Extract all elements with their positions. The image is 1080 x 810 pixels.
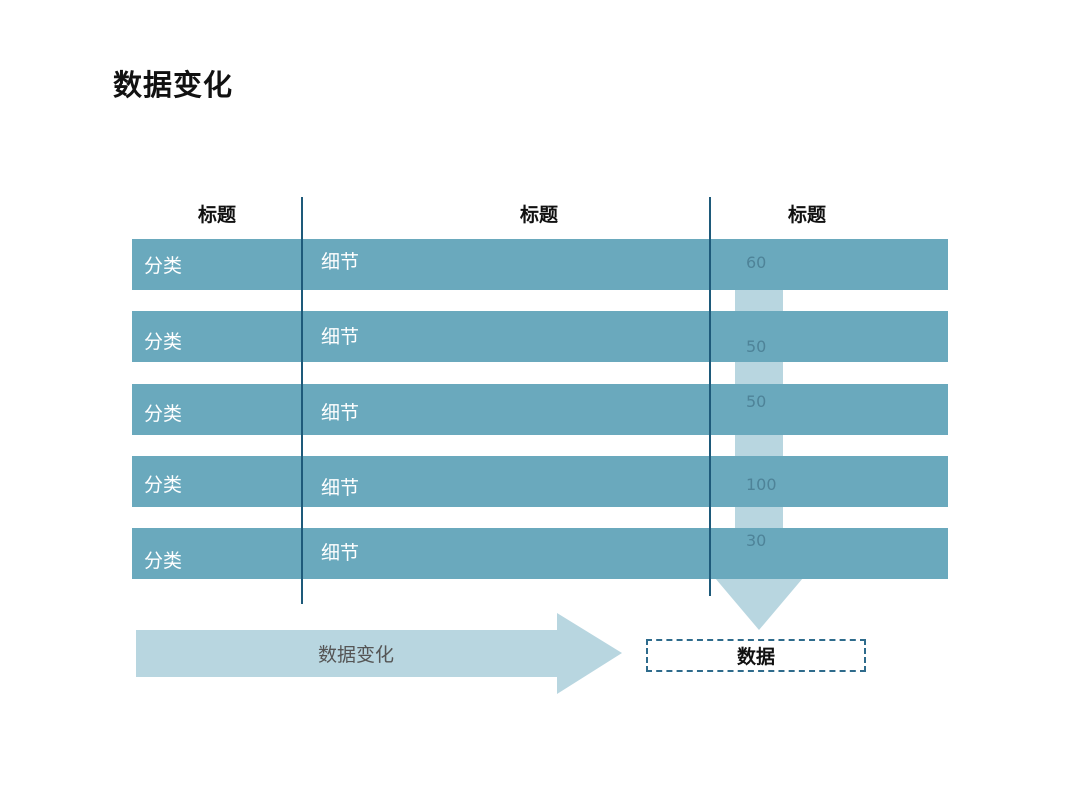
- right-arrow: [136, 613, 622, 694]
- row-band-3-overlay: [132, 384, 948, 435]
- page-title: 数据变化: [113, 68, 234, 102]
- row-band-5-overlay: [132, 528, 948, 579]
- down-arrow-head: [715, 578, 803, 630]
- column-header-value: 标题: [787, 204, 826, 226]
- row-1-value: 60: [746, 253, 767, 272]
- result-label: 数据: [736, 646, 775, 668]
- row-2-detail: 细节: [321, 326, 360, 348]
- row-band-4-overlay: [132, 456, 948, 507]
- result-box: 数据: [646, 639, 866, 672]
- row-3-detail: 细节: [321, 402, 360, 424]
- divider-line-right: [709, 197, 711, 596]
- row-5-detail: 细节: [321, 542, 360, 564]
- row-4-category: 分类: [144, 474, 183, 496]
- row-1-category: 分类: [144, 255, 183, 277]
- row-band-1-overlay: [132, 239, 948, 290]
- row-band-2-overlay: [132, 311, 948, 362]
- row-2-value: 50: [746, 337, 767, 356]
- divider-line-left: [301, 197, 303, 604]
- row-5-category: 分类: [144, 550, 183, 572]
- right-arrow-label: 数据变化: [318, 644, 395, 666]
- row-4-detail: 细节: [321, 477, 360, 499]
- row-1-detail: 细节: [321, 251, 360, 273]
- row-3-value: 50: [746, 392, 767, 411]
- row-3-category: 分类: [144, 403, 183, 425]
- row-4-value: 100: [746, 475, 777, 494]
- row-5-value: 30: [746, 531, 767, 550]
- column-header-category: 标题: [197, 204, 236, 226]
- row-2-category: 分类: [144, 331, 183, 353]
- column-header-detail: 标题: [519, 204, 558, 226]
